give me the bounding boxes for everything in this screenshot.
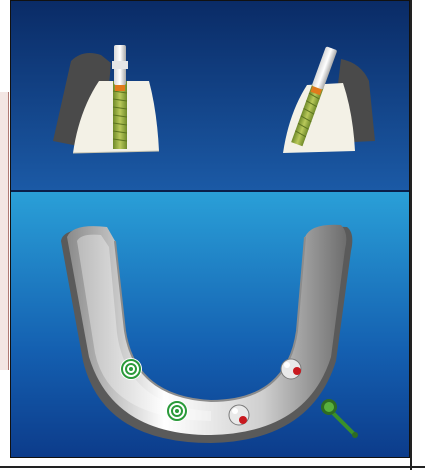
target-marker	[120, 358, 142, 380]
implant-site-marker	[281, 359, 301, 379]
target-marker	[166, 400, 188, 422]
bottom-border	[0, 466, 425, 468]
implant-illustration	[11, 1, 410, 458]
left-edge-strip	[0, 92, 9, 370]
illustration-panel	[10, 0, 410, 458]
implant-site-marker	[229, 405, 249, 425]
right-border	[410, 0, 412, 470]
